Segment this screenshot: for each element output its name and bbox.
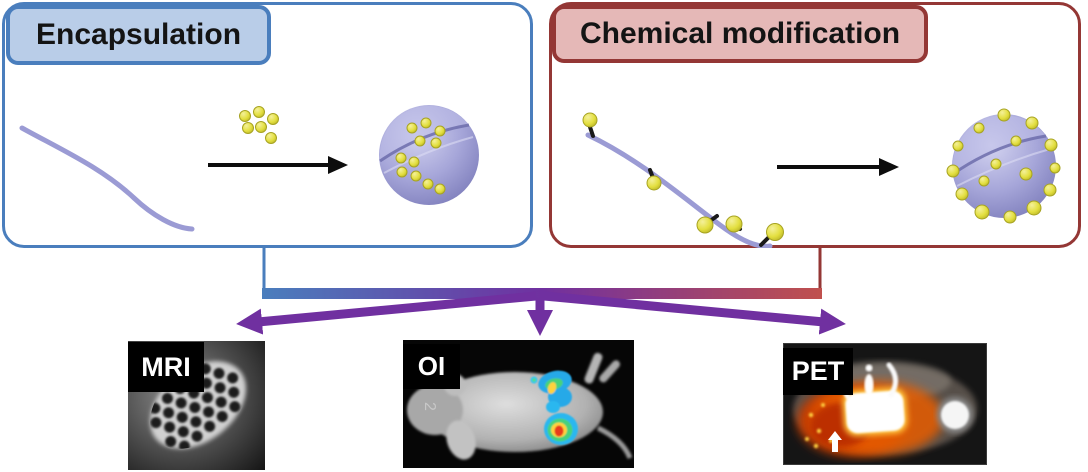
pet-image: PET xyxy=(783,343,987,465)
pet-annotation-arrow-icon xyxy=(828,431,842,452)
fanout-arrows xyxy=(236,291,846,336)
connector xyxy=(236,248,846,336)
chemical-modification-panel-title: Chemical modification xyxy=(552,5,929,63)
gradient-merge-bar xyxy=(262,288,822,299)
fluorescence-signal xyxy=(530,370,578,445)
mri-image: MRI xyxy=(128,341,265,470)
oi-label: OI xyxy=(403,344,460,389)
oi-image: 2 OI xyxy=(403,340,634,468)
encapsulation-panel-title: Encapsulation xyxy=(6,5,272,65)
arrow-to-pet xyxy=(543,291,846,335)
arrow-to-mri xyxy=(236,291,537,335)
mri-label: MRI xyxy=(128,342,204,392)
pet-label: PET xyxy=(783,348,853,395)
oi-scale-mark: 2 xyxy=(421,402,438,411)
